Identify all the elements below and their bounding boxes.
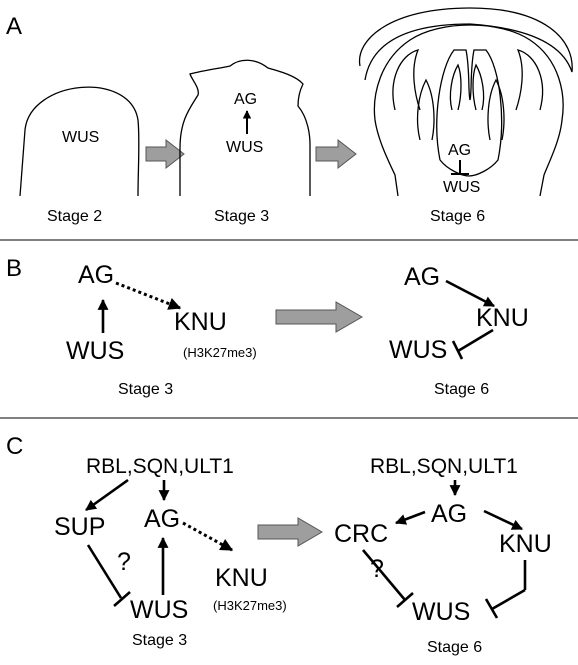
c-right-ag-knu-arrow (483, 509, 523, 531)
b-left-knu-label: KNU (174, 308, 227, 336)
stage6-flower-outline (358, 7, 573, 197)
stage3-wus-label: WUS (226, 139, 263, 156)
panel-c-letter: C (6, 433, 23, 460)
panel-b-letter: B (6, 255, 22, 282)
stage3-label: Stage 3 (214, 208, 269, 225)
progression-arrow-c (257, 517, 323, 547)
b-left-ag-knu-dotted-arrow (115, 281, 182, 310)
progression-arrow-a1 (145, 138, 185, 170)
c-right-crc-label: CRC (334, 520, 388, 548)
c-left-ag-label: AG (144, 505, 180, 533)
b-stage3-label: Stage 3 (118, 381, 173, 398)
c-right-wus-label: WUS (412, 598, 470, 626)
stage2-wus-label: WUS (62, 129, 99, 146)
c-right-knu-label: KNU (499, 530, 552, 558)
c-left-h3k27me3-label: (H3K27me3) (213, 598, 287, 613)
b-left-ag-label: AG (78, 261, 114, 289)
stage3-ag-label: AG (234, 91, 257, 108)
c-stage6-label: Stage 6 (427, 639, 482, 656)
c-left-sup-label: SUP (54, 513, 105, 541)
b-right-wus-label: WUS (389, 336, 447, 364)
c-left-question-mark: ? (117, 548, 131, 576)
b-stage6-label: Stage 6 (434, 381, 489, 398)
c-left-reg-sup-arrow (85, 478, 129, 512)
c-left-ag-knu-dotted-arrow (182, 521, 234, 552)
c-right-crc-wus-repression (362, 549, 406, 601)
c-left-sup-wus-repression (86, 544, 123, 599)
b-right-knu-wus-repression (457, 328, 494, 353)
b-right-ag-label: AG (404, 263, 440, 291)
c-left-regulators-label: RBL,SQN,ULT1 (86, 455, 234, 478)
stage2-meristem-outline (19, 86, 140, 197)
stage2-label: Stage 2 (47, 208, 102, 225)
b-right-repression-bar (451, 340, 464, 360)
stage3-bud-outline (179, 59, 311, 196)
b-left-wus-label: WUS (66, 337, 124, 365)
stage6-label: Stage 6 (430, 208, 485, 225)
c-stage3-label: Stage 3 (132, 632, 187, 649)
c-right-regulators-label: RBL,SQN,ULT1 (370, 455, 518, 478)
b-right-knu-label: KNU (476, 304, 529, 332)
progression-arrow-b (275, 301, 364, 333)
stage6-ag-label: AG (448, 142, 471, 159)
c-left-knu-label: KNU (215, 564, 268, 592)
c-right-knu-wus-repression (491, 588, 526, 611)
stage6-wus-label: WUS (443, 179, 480, 196)
b-right-ag-knu-arrow (445, 279, 495, 308)
progression-arrow-a2 (315, 138, 357, 170)
c-right-crc-repression-bar (396, 592, 414, 608)
b-left-h3k27me3-label: (H3K27me3) (183, 345, 257, 360)
c-left-wus-label: WUS (130, 596, 188, 624)
c-right-knu-repression-bar (484, 598, 499, 619)
c-right-ag-label: AG (431, 500, 467, 528)
panel-a-letter: A (6, 13, 22, 40)
c-right-ag-crc-arrow (394, 510, 426, 525)
c-left-repression-bar (113, 591, 131, 607)
